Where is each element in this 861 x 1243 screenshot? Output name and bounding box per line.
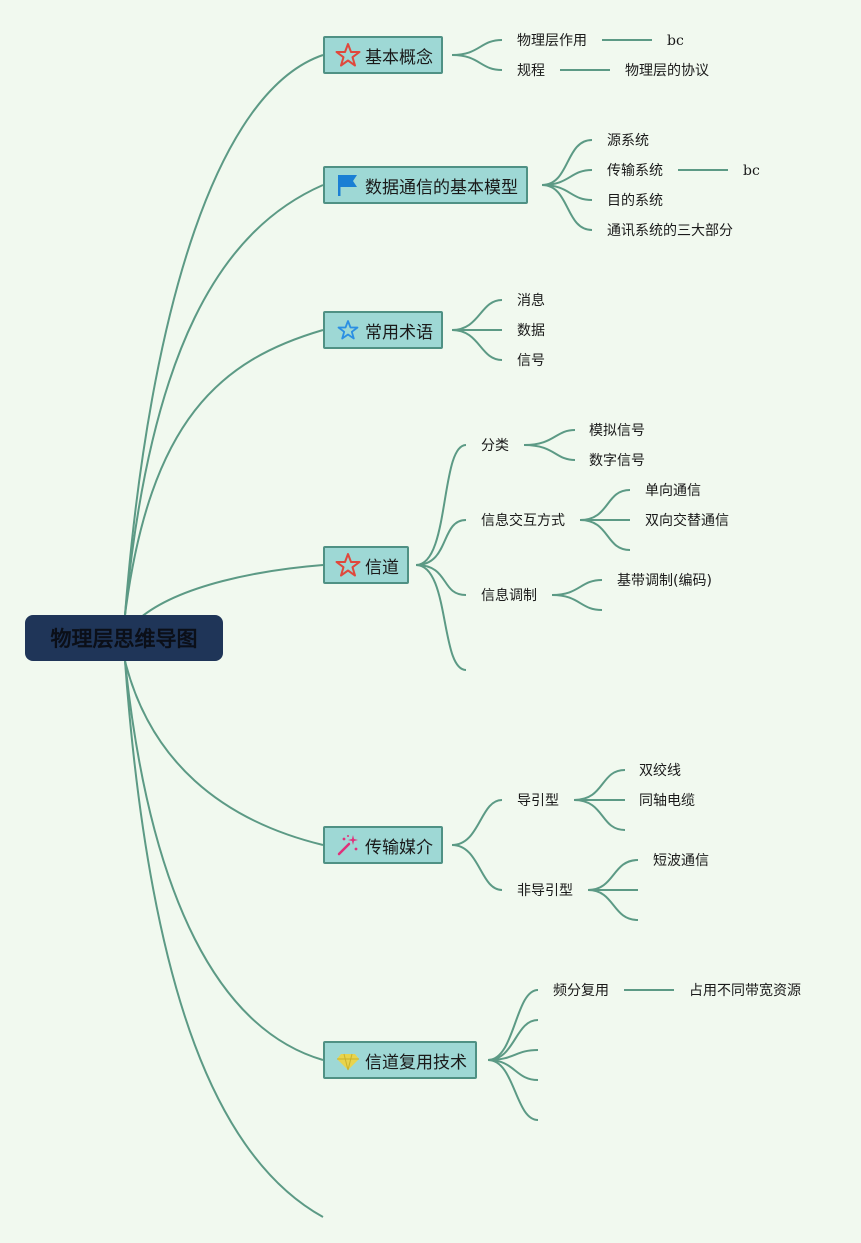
flag-blue-icon: [338, 175, 357, 196]
connector: [551, 594, 603, 611]
leaf-detail[interactable]: bc: [667, 33, 684, 49]
magic-wand-icon: [337, 835, 358, 856]
leaf-shortwave[interactable]: 短波通信: [653, 853, 709, 869]
connector: [541, 139, 593, 186]
leaf-simplex[interactable]: 单向通信: [645, 483, 701, 499]
connector: [451, 299, 503, 331]
connector: [124, 329, 324, 616]
connector: [523, 444, 576, 461]
leaf-fdm[interactable]: 频分复用: [553, 983, 609, 999]
connector: [415, 519, 467, 566]
leaf-digital-signal[interactable]: 数字信号: [589, 453, 645, 469]
star-outline-red-icon: [335, 43, 361, 67]
leaf-unguided[interactable]: 非导引型: [517, 883, 573, 899]
connector: [415, 564, 467, 596]
connector: [573, 769, 626, 801]
topic-label: 传输媒介: [365, 837, 433, 858]
diamond-icon: [337, 1053, 359, 1071]
connector: [587, 859, 639, 891]
connector: [415, 564, 467, 671]
topic-comm-model[interactable]: 数据通信的基本模型: [323, 166, 528, 204]
leaf-physical-role[interactable]: 物理层作用: [517, 33, 587, 49]
leaf-signal[interactable]: 信号: [517, 353, 545, 369]
leaf-twisted-pair[interactable]: 双绞线: [639, 763, 681, 779]
leaf-coaxial-cable[interactable]: 同轴电缆: [639, 793, 695, 809]
leaf-destination-system[interactable]: 目的系统: [607, 193, 663, 209]
connector: [523, 429, 576, 446]
topic-label: 信道: [365, 557, 399, 578]
topic-transmission-media[interactable]: 传输媒介: [323, 826, 443, 864]
connector: [124, 660, 324, 846]
topic-label: 信道复用技术: [365, 1052, 467, 1073]
connector: [124, 660, 324, 1218]
connector: [487, 1019, 539, 1061]
connector: [579, 519, 631, 551]
star-outline-blue-icon: [337, 320, 359, 340]
topic-common-terms[interactable]: 常用术语: [323, 311, 443, 349]
leaf-message[interactable]: 消息: [517, 293, 545, 309]
leaf-transmission-system[interactable]: 传输系统: [607, 163, 663, 179]
connector: [415, 444, 467, 566]
leaf-modulation[interactable]: 信息调制: [481, 588, 537, 604]
leaf-classification[interactable]: 分类: [481, 438, 509, 454]
topic-label: 数据通信的基本模型: [365, 177, 518, 198]
connector: [541, 184, 593, 231]
connector: [487, 989, 539, 1061]
leaf-source-system[interactable]: 源系统: [607, 133, 649, 149]
connector: [451, 844, 503, 891]
connector: [451, 799, 503, 846]
leaf-three-parts[interactable]: 通讯系统的三大部分: [607, 223, 733, 239]
leaf-detail[interactable]: 占用不同带宽资源: [689, 983, 801, 999]
connector: [451, 329, 503, 361]
topic-multiplexing[interactable]: 信道复用技术: [323, 1041, 477, 1079]
connector: [139, 564, 324, 619]
connector: [487, 1059, 539, 1081]
connector: [124, 184, 324, 616]
topic-basic-concepts[interactable]: 基本概念: [323, 36, 443, 74]
connector: [451, 54, 503, 71]
root-node[interactable]: 物理层思维导图: [25, 615, 223, 661]
leaf-analog-signal[interactable]: 模拟信号: [589, 423, 645, 439]
root-label: 物理层思维导图: [50, 627, 198, 651]
connector: [124, 660, 324, 1061]
connector: [551, 579, 603, 596]
connector: [487, 1059, 539, 1121]
connector: [579, 489, 631, 521]
connector: [573, 799, 626, 831]
leaf-protocol[interactable]: 规程: [517, 63, 545, 79]
topic-channel[interactable]: 信道: [323, 546, 409, 584]
leaf-detail[interactable]: 物理层的协议: [625, 63, 709, 79]
leaf-half-duplex[interactable]: 双向交替通信: [645, 513, 729, 529]
topic-label: 常用术语: [365, 322, 433, 343]
leaf-baseband-modulation[interactable]: 基带调制(编码): [617, 573, 712, 589]
connector: [587, 889, 639, 921]
connector: [451, 39, 503, 56]
leaf-interaction-mode[interactable]: 信息交互方式: [481, 513, 565, 529]
leaf-data[interactable]: 数据: [517, 323, 545, 339]
star-outline-red-icon: [335, 553, 361, 577]
connector: [124, 54, 324, 616]
leaf-guided[interactable]: 导引型: [517, 793, 559, 809]
leaf-detail[interactable]: bc: [743, 163, 760, 179]
topic-label: 基本概念: [365, 47, 433, 68]
